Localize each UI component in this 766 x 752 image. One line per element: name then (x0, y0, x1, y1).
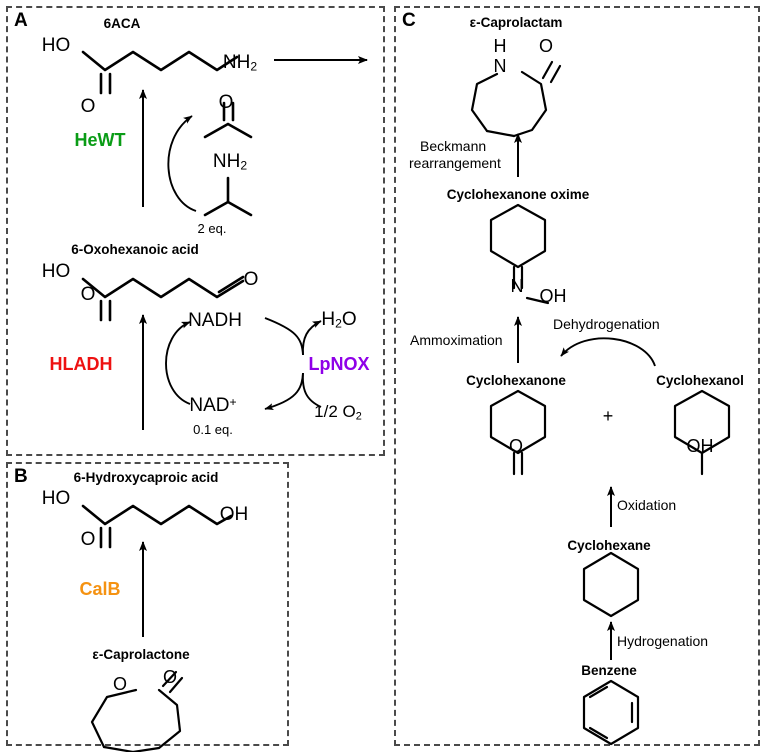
label-isopropylamine-nh2-sub: 2 (240, 158, 248, 173)
label-half-o2-text: 1/2 O (314, 402, 356, 421)
label-cyclohexanone: Cyclohexanone (466, 373, 566, 388)
label-cyclohexanone-oxygen: O (508, 436, 524, 456)
label-hydroxycaproic-oh: OH (219, 504, 249, 525)
label-0.1-equivalents: 0.1 eq. (193, 422, 233, 437)
label-oxohexanoic-acid-oxygen: O (80, 284, 96, 305)
label-cyclohexanol: Cyclohexanol (656, 373, 744, 388)
label-half-o2-sub: 2 (355, 410, 362, 423)
label-oxohexanoic-ho: HO (41, 261, 71, 282)
label-caprolactone-carbonyl-oxygen: O (162, 667, 178, 687)
label-water-o: O (341, 309, 357, 330)
label-oxime-nitrogen: N (510, 276, 524, 296)
label-oxohexanoic-aldehyde-oxygen: O (243, 269, 259, 290)
label-6aca: 6ACA (103, 16, 141, 31)
label-plus-sign: + (602, 406, 614, 426)
label-6aca-nh2-text: NH (222, 52, 251, 73)
step-label-beckmann-line1: Beckmann (420, 138, 487, 154)
label-half-o2: 1/2 O2 (314, 403, 362, 422)
step-label-hydrogenation: Hydrogenation (617, 633, 709, 649)
label-lactam-carbonyl-oxygen: O (538, 36, 554, 56)
step-label-oxidation: Oxidation (617, 497, 677, 513)
label-cyclohexane: Cyclohexane (567, 538, 651, 553)
label-caprolactone: ε-Caprolactone (92, 648, 189, 662)
label-isopropylamine-nh2-text: NH (212, 151, 241, 172)
label-nad-plus: NAD+ (189, 396, 236, 415)
label-6-oxohexanoic-acid: 6-Oxohexanoic acid (71, 242, 199, 257)
step-label-ammoximation: Ammoximation (410, 332, 503, 348)
label-caprolactone-epsilon: ε (92, 647, 99, 662)
label-oxime-hydroxyl: OH (539, 286, 567, 306)
label-hydroxycaproic-acid-oxygen: O (80, 529, 96, 550)
panel-letter-c: C (402, 10, 416, 31)
label-6aca-ho: HO (41, 35, 71, 56)
label-cyclohexanone-oxime: Cyclohexanone oxime (446, 187, 590, 202)
panel-a-frame (6, 6, 385, 456)
label-acetone-oxygen: O (218, 92, 234, 113)
panel-letter-b: B (14, 466, 28, 487)
label-2-equivalents: 2 eq. (197, 221, 227, 236)
label-water-h: H (321, 309, 336, 330)
label-caprolactam: ε-Caprolactam (470, 16, 563, 30)
label-lactam-nh-hydrogen: H (493, 36, 507, 56)
label-water: H2O (321, 310, 356, 330)
label-6aca-carboxyl-oxygen: O (80, 96, 96, 117)
panel-letter-a: A (14, 10, 28, 31)
label-caprolactam-epsilon: ε (469, 15, 477, 30)
label-cyclohexanol-hydroxyl: OH (686, 436, 714, 456)
label-6-hydroxycaproic-acid: 6-Hydroxycaproic acid (73, 470, 219, 485)
label-nadh: NADH (188, 310, 242, 331)
label-6aca-nh2: NH2 (223, 53, 257, 73)
panel-c-frame (394, 6, 760, 746)
label-caprolactone-ring-oxygen: O (112, 674, 128, 694)
step-label-beckmann-line2: rearrangement (409, 155, 501, 171)
label-water-sub: 2 (335, 316, 342, 331)
enzyme-label-hladh: HLADH (49, 354, 113, 374)
label-caprolactam-rest: -Caprolactam (476, 15, 563, 30)
step-label-dehydrogenation: Dehydrogenation (553, 316, 660, 332)
label-benzene: Benzene (581, 663, 637, 678)
label-isopropylamine-nh2: NH2 (213, 152, 247, 172)
label-6aca-nh2-sub: 2 (250, 59, 258, 74)
enzyme-label-hewt: HeWT (74, 130, 126, 150)
enzyme-label-lpnox: LpNOX (308, 354, 370, 374)
enzyme-label-calb: CalB (79, 579, 121, 599)
label-caprolactone-rest: -Caprolactone (98, 647, 190, 662)
label-lactam-nh-nitrogen: N (493, 56, 507, 76)
label-hydroxycaproic-ho: HO (41, 488, 71, 509)
label-nad-plus-text: NAD (189, 395, 230, 416)
label-nad-plus-sup: + (229, 395, 237, 410)
